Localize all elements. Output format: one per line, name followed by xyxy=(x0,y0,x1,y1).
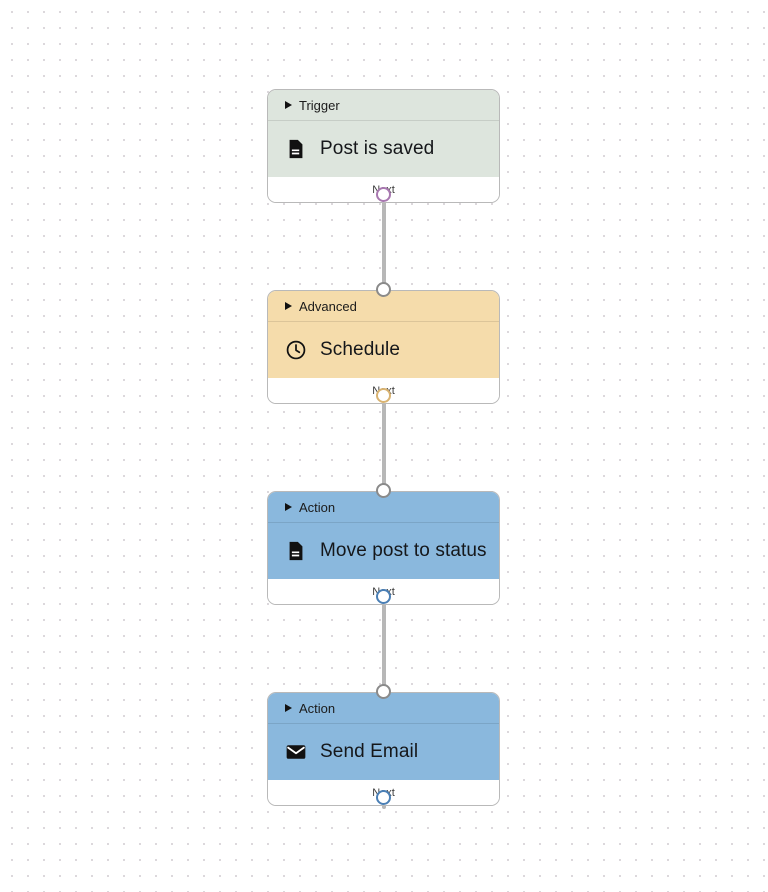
node-body-trigger[interactable]: Post is saved xyxy=(268,121,499,177)
triangle-collapse-icon[interactable] xyxy=(285,704,292,712)
workflow-node-action-send-email[interactable]: Action Send Email Next xyxy=(267,692,500,806)
node-category-label: Action xyxy=(299,700,336,716)
triangle-collapse-icon[interactable] xyxy=(285,302,292,310)
node-body-action-2[interactable]: Send Email xyxy=(268,724,499,780)
node-category-label: Advanced xyxy=(299,298,357,314)
node-title: Send Email xyxy=(320,741,419,762)
node-title: Post is saved xyxy=(320,138,435,159)
node-title: Schedule xyxy=(320,339,401,360)
workflow-node-advanced[interactable]: Advanced Schedule Next xyxy=(267,290,500,404)
document-icon xyxy=(285,138,307,160)
node-category-label: Trigger xyxy=(299,97,340,113)
node-body-action-1[interactable]: Move post to status xyxy=(268,523,499,579)
triangle-collapse-icon[interactable] xyxy=(285,503,292,511)
output-port-trigger[interactable] xyxy=(376,187,391,202)
output-port-action-2[interactable] xyxy=(376,790,391,805)
node-title: Move post to status xyxy=(320,540,487,561)
workflow-node-action-move-post[interactable]: Action Move post to status Next xyxy=(267,491,500,605)
clock-icon xyxy=(285,339,307,361)
triangle-collapse-icon[interactable] xyxy=(285,101,292,109)
output-port-advanced[interactable] xyxy=(376,388,391,403)
document-icon xyxy=(285,540,307,562)
edge-trigger-to-advanced xyxy=(382,193,386,289)
edge-action-1-to-action-2 xyxy=(382,595,386,693)
envelope-icon xyxy=(285,741,307,763)
edge-advanced-to-action-1 xyxy=(382,394,386,491)
output-port-action-1[interactable] xyxy=(376,589,391,604)
input-port-action-2[interactable] xyxy=(376,684,391,699)
node-header-trigger[interactable]: Trigger xyxy=(268,90,499,121)
node-body-advanced[interactable]: Schedule xyxy=(268,322,499,378)
input-port-action-1[interactable] xyxy=(376,483,391,498)
workflow-node-trigger[interactable]: Trigger Post is saved Next xyxy=(267,89,500,203)
node-category-label: Action xyxy=(299,499,336,515)
input-port-advanced[interactable] xyxy=(376,282,391,297)
